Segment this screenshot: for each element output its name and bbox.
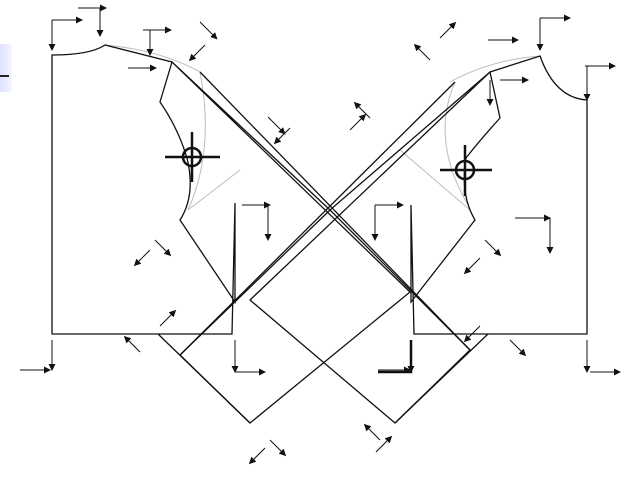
pattern-pieces bbox=[51, 44, 588, 424]
arrow-icon bbox=[413, 43, 431, 61]
scroll-tab-icon[interactable] bbox=[0, 44, 12, 92]
arrow-icon bbox=[363, 423, 381, 441]
arrow-icon bbox=[375, 435, 393, 453]
bold-arrow-icon bbox=[378, 340, 413, 374]
crosshair-icon[interactable] bbox=[440, 145, 492, 196]
arrow-icon bbox=[248, 447, 266, 465]
construction-lines bbox=[104, 44, 541, 211]
arrow-icon bbox=[199, 21, 218, 40]
arrow-icon bbox=[349, 113, 367, 131]
arrow-icon bbox=[273, 127, 291, 145]
arrow-icon bbox=[353, 101, 371, 119]
left-bodice-outline bbox=[51, 44, 236, 335]
arrow-icon bbox=[269, 439, 287, 457]
cross-line-a bbox=[199, 71, 471, 351]
arrow-icon bbox=[509, 339, 527, 357]
crosshair-icon[interactable] bbox=[165, 132, 220, 182]
arrow-icon bbox=[154, 239, 172, 257]
arrow-icon bbox=[188, 44, 206, 62]
cross-line-b bbox=[179, 81, 456, 356]
right-bodice-outline bbox=[410, 55, 588, 335]
cross-line-c bbox=[157, 333, 251, 424]
arrow-icon bbox=[439, 21, 457, 39]
tab-tick bbox=[0, 75, 9, 77]
arrow-icon bbox=[133, 249, 151, 267]
arrow-icon bbox=[463, 257, 481, 275]
arrow-icon bbox=[159, 309, 177, 327]
right-guide-line bbox=[399, 149, 471, 211]
left-guide-line bbox=[187, 169, 241, 211]
arrow-markers bbox=[20, 4, 621, 465]
left-construction-curve bbox=[104, 44, 201, 73]
right-construction-curve bbox=[449, 55, 541, 83]
arrow-icon bbox=[123, 335, 141, 353]
left-sleeve-piece bbox=[171, 61, 411, 424]
cross-line-d bbox=[394, 333, 489, 424]
arrow-icon bbox=[267, 116, 286, 135]
left-armhole-guide bbox=[187, 71, 206, 211]
arrow-icon bbox=[463, 325, 481, 343]
right-armhole-guide bbox=[444, 81, 469, 206]
arrow-icon bbox=[484, 239, 502, 257]
